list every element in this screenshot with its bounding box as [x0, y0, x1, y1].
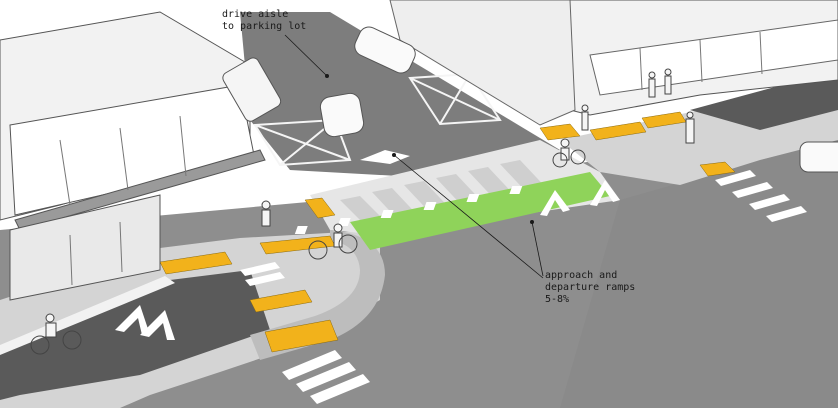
bike-lane-edge — [0, 276, 175, 355]
ramps-line-1: approach and — [545, 270, 618, 281]
drive-aisle-line-2: to parking lot — [222, 21, 307, 32]
curb-corner-left — [250, 230, 385, 360]
bike-lane-right — [690, 70, 838, 130]
people — [30, 68, 695, 355]
cars — [222, 26, 838, 173]
green-crossing-checks — [294, 186, 523, 234]
ramps-line-2: departure ramps — [545, 282, 636, 293]
crosswalk-bars-bottom — [240, 262, 370, 404]
crosswalk-bars-right — [715, 170, 807, 222]
bike-lane-left — [0, 270, 270, 400]
lane-chevrons — [115, 150, 620, 340]
tactile-warning-pads — [159, 111, 736, 353]
ramps-annotation: approach and departure ramps 5-8% — [545, 270, 635, 306]
building-left — [0, 11, 266, 301]
drive-aisle — [240, 12, 560, 180]
ramps-line-3: 5-8% — [545, 294, 570, 305]
building-right — [389, 0, 838, 126]
green-bike-crossing — [350, 172, 610, 250]
drive-aisle-annotation: drive aisle to parking lot — [222, 9, 306, 33]
drive-aisle-line-1: drive aisle — [222, 9, 289, 20]
leader-lines — [284, 34, 544, 279]
